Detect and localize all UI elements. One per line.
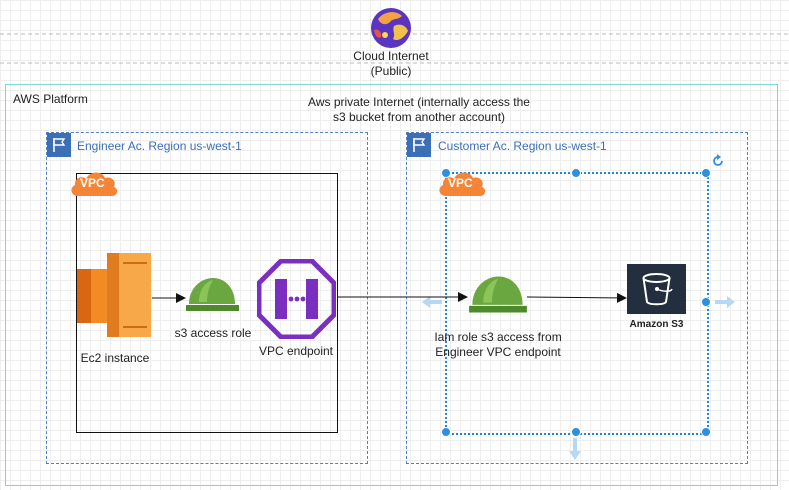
aws-platform-container[interactable] — [5, 84, 778, 486]
resize-handle-top-right[interactable] — [701, 168, 711, 178]
private-internet-note-line2: s3 bucket from another account) — [332, 110, 506, 124]
resize-handle-bottom[interactable] — [571, 427, 581, 437]
private-internet-note: Aws private Internet (internally access … — [290, 95, 548, 125]
s3-label: Amazon S3 — [629, 319, 684, 330]
iam-role-helmet-icon[interactable] — [185, 276, 240, 314]
resize-handle-bottom-right[interactable] — [701, 427, 711, 437]
connect-arrow-right-icon[interactable] — [715, 295, 737, 309]
connect-arrow-down-icon[interactable] — [568, 438, 582, 462]
engineer-region-title: Engineer Ac. Region us-west-1 — [77, 139, 242, 153]
s3-bucket-icon[interactable] — [627, 264, 686, 314]
vpc-cloud-icon — [436, 168, 488, 198]
engineer-role-label: s3 access role — [174, 326, 252, 340]
vpc-endpoint-label: VPC endpoint — [258, 344, 334, 358]
iam-role-helmet-icon[interactable] — [468, 273, 528, 317]
engineer-vpc-badge: VPC — [80, 176, 105, 190]
ec2-instance-label: Ec2 instance — [80, 351, 150, 365]
vpc-endpoint-icon[interactable] — [257, 259, 336, 339]
internet-label-line2: (Public) — [370, 64, 412, 78]
customer-region-title: Customer Ac. Region us-west-1 — [438, 139, 607, 153]
engineer-region-group[interactable] — [46, 132, 368, 464]
ec2-instance-icon[interactable] — [77, 253, 151, 337]
customer-role-label: Iam role s3 access from Engineer VPC end… — [418, 330, 578, 360]
arrow-role-to-s3[interactable] — [526, 292, 627, 303]
customer-role-label-line1: Iam role s3 access from — [434, 330, 562, 344]
customer-role-label-line2: Engineer VPC endpoint — [435, 345, 561, 359]
engineer-vpc-box[interactable] — [76, 173, 338, 433]
connect-arrow-left-icon[interactable] — [420, 295, 442, 309]
internet-label: Cloud Internet (Public) — [334, 49, 448, 79]
rotate-handle-icon[interactable] — [711, 154, 725, 168]
region-flag-icon — [407, 133, 431, 157]
resize-handle-top[interactable] — [571, 168, 581, 178]
resize-handle-right[interactable] — [701, 297, 711, 307]
resize-handle-top-left[interactable] — [441, 168, 451, 178]
aws-platform-title: AWS Platform — [13, 92, 88, 106]
internet-globe-icon[interactable] — [368, 6, 414, 50]
customer-region-group[interactable] — [406, 132, 748, 464]
resize-handle-bottom-left[interactable] — [441, 427, 451, 437]
private-internet-note-line1: Aws private Internet (internally access … — [308, 95, 530, 109]
internet-label-line1: Cloud Internet — [353, 49, 429, 63]
vpc-cloud-icon — [68, 168, 120, 198]
region-flag-icon — [47, 133, 71, 157]
customer-vpc-badge: VPC — [448, 176, 473, 190]
